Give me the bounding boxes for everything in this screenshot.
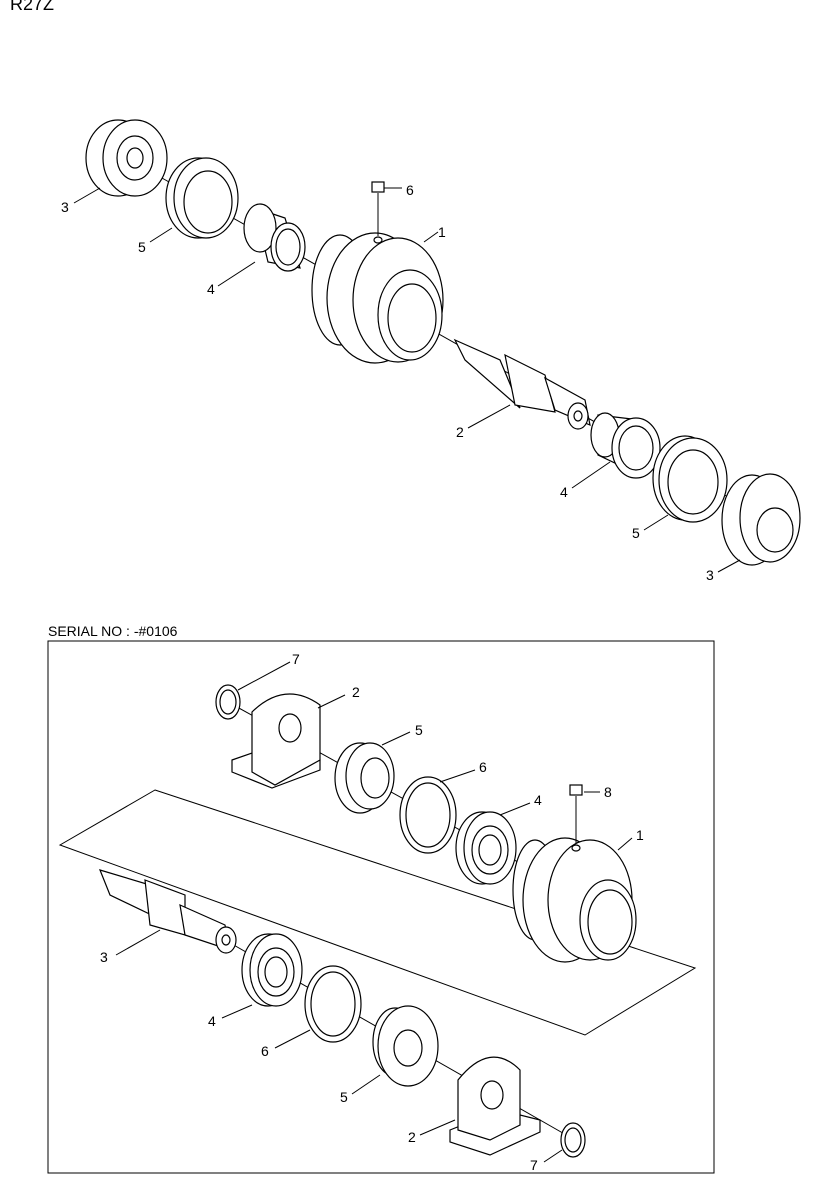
upper-callout-3: 3 (61, 199, 69, 215)
lower-callout-4: 4 (534, 792, 542, 808)
upper-callout-3b: 3 (706, 567, 714, 583)
lower-callout-2b: 2 (408, 1129, 416, 1145)
upper-callout-5: 5 (138, 239, 146, 255)
lower-callout-5b: 5 (340, 1089, 348, 1105)
lower-callout-4b: 4 (208, 1013, 216, 1029)
upper-bushing-left (243, 203, 306, 272)
upper-callout-4b: 4 (560, 484, 568, 500)
model-label: R27Z (10, 0, 55, 14)
lower-callout-6b: 6 (261, 1043, 269, 1059)
lower-seal-top (334, 742, 395, 814)
lower-callout-5: 5 (415, 722, 423, 738)
lower-leader-lines (115, 661, 633, 1163)
upper-callout-5b: 5 (632, 525, 640, 541)
upper-callout-2: 2 (456, 424, 464, 440)
lower-callout-1: 1 (636, 827, 644, 843)
snap-ring-bottom (560, 1122, 586, 1158)
lower-callout-7b: 7 (530, 1157, 538, 1173)
lower-callout-2: 2 (352, 684, 360, 700)
lower-callout-6: 6 (479, 759, 487, 775)
upper-bushing-right (590, 412, 661, 479)
bracket-bottom (449, 1056, 541, 1156)
lower-shaft (98, 869, 237, 954)
serial-number-label: SERIAL NO : -#0106 (48, 623, 178, 639)
circlip-top (399, 776, 457, 854)
bearing-top (455, 811, 517, 885)
lower-roller-body (512, 837, 637, 963)
upper-seal-right (652, 435, 728, 523)
lower-callout-8: 8 (604, 784, 612, 800)
upper-assembly: 6 1 3 5 4 2 4 5 3 (61, 119, 801, 583)
lower-assembly: 7 2 5 6 4 8 1 3 4 6 5 2 7 (58, 651, 697, 1173)
circlip-bottom (304, 965, 362, 1043)
upper-leader-lines (73, 187, 741, 573)
lower-callout-7: 7 (292, 651, 300, 667)
snap-ring-top (215, 684, 241, 720)
upper-end-cap-right (721, 473, 801, 566)
bearing-bottom (241, 933, 303, 1007)
upper-seal-left (165, 157, 239, 239)
upper-shaft (453, 338, 591, 430)
upper-callout-6: 6 (406, 182, 414, 198)
upper-grease-nipple (371, 181, 385, 236)
upper-callout-4: 4 (207, 281, 215, 297)
upper-end-cap-left (85, 119, 168, 197)
upper-callout-1: 1 (438, 224, 446, 240)
lower-grease-nipple (569, 784, 583, 844)
lower-seal-bottom (372, 1005, 439, 1087)
inset-frame (47, 640, 715, 1174)
upper-roller-body (311, 232, 444, 364)
lower-callout-3: 3 (100, 949, 108, 965)
bracket-top (231, 693, 321, 789)
